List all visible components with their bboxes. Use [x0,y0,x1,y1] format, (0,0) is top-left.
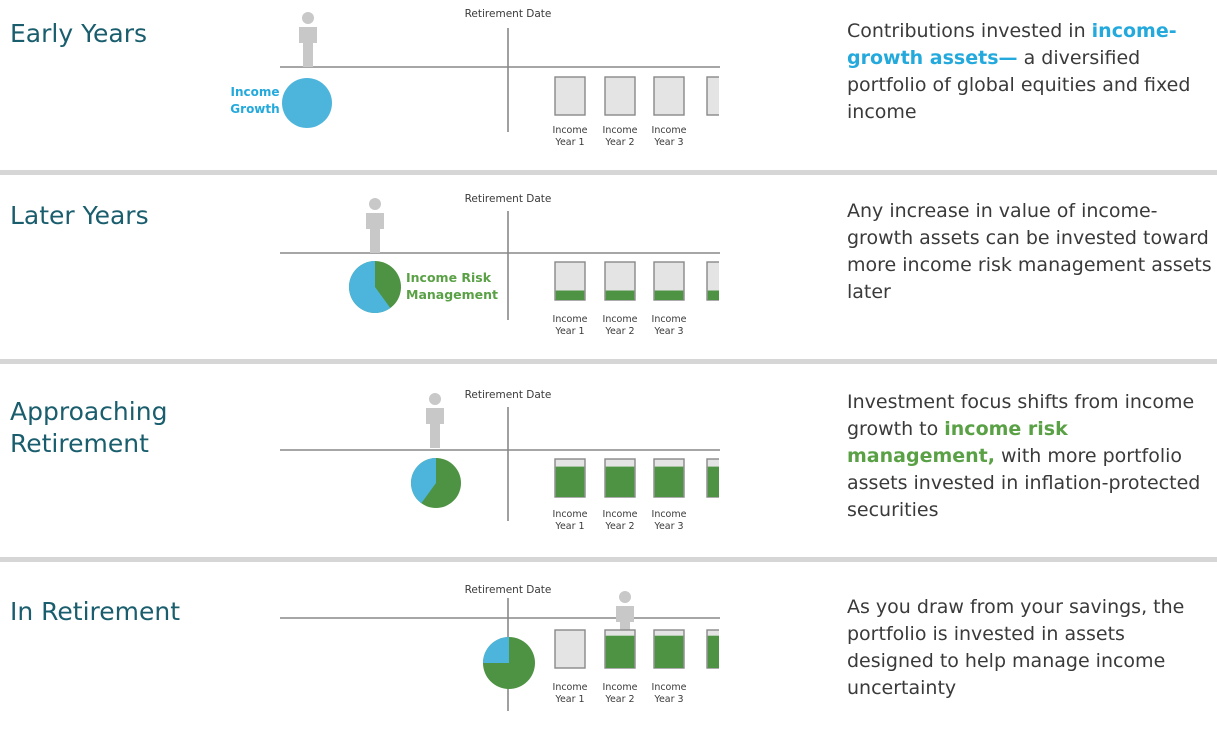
person-body [299,27,317,67]
person-icon [426,393,444,448]
section-divider [0,359,1217,364]
pie-label: Income [230,85,279,99]
income-year-label: Year 3 [653,326,683,337]
income-box-fill [654,290,684,300]
person-head [369,198,381,210]
allocation-pie [349,261,401,313]
person-icon [299,12,317,67]
income-year-label: Year 3 [653,694,683,705]
income-year-label: Year 2 [604,521,634,532]
person-head [302,12,314,24]
description-text: Contributions invested in [847,20,1092,42]
person-head [619,591,631,603]
section-divider [0,557,1217,562]
income-box-fill [605,635,635,668]
description-text: As you draw from your savings, the portf… [847,596,1185,699]
retirement-date-label: Retirement Date [465,584,552,596]
income-year-label: Year 1 [554,137,584,148]
income-year-label: Year 1 [554,521,584,532]
pie-slice-growth [483,637,509,663]
income-year-label: Income [652,314,687,325]
income-box-fill [605,466,635,497]
income-year-label: Income [603,509,638,520]
stage-title: In Retirement [10,597,181,626]
description-highlight: income-growth assets— [847,20,1177,69]
income-box-fill [707,635,719,668]
income-year-label: Income [553,125,588,136]
income-boxes [554,458,719,498]
income-boxes [554,261,719,301]
income-year-label: Income [603,314,638,325]
income-year-label: Income [603,125,638,136]
stage-title: Early Years [10,19,148,48]
stage-description: As you draw from your savings, the portf… [847,594,1217,702]
person-body [426,408,444,448]
income-year-label: Year 2 [604,694,634,705]
retirement-date-label: Retirement Date [465,193,552,205]
income-year-label: Year 2 [604,137,634,148]
income-year-label: Income [652,125,687,136]
person-body [366,213,384,253]
description-text: Any increase in value of income-growth a… [847,200,1212,303]
pie-slice-growth [349,261,391,313]
allocation-pie [483,637,535,689]
income-boxes [554,629,719,669]
pie-label: Management [406,287,498,302]
person-head [429,393,441,405]
description-highlight: income risk management, [847,418,1068,467]
retirement-date-label: Retirement Date [465,389,552,401]
income-box [554,629,586,669]
section-divider [0,170,1217,175]
income-year-label: Income [652,682,687,693]
description-text: with more portfolio assets invested in i… [847,445,1201,521]
pie-slice-growth [282,78,332,128]
description-text: Investment focus shifts from income grow… [847,391,1195,440]
income-box [653,76,685,116]
stage-title: Approaching Retirement [10,397,168,458]
pie-label: Growth [230,102,279,116]
income-box [706,76,719,116]
stage-description: Investment focus shifts from income grow… [847,389,1217,524]
income-box-fill [555,290,585,300]
allocation-pie [282,78,332,128]
retirement-date-label: Retirement Date [465,8,552,20]
allocation-pie [411,458,461,508]
pie-label: Income Risk [406,270,492,285]
stage-description: Any increase in value of income-growth a… [847,198,1217,306]
income-year-label: Income [603,682,638,693]
income-year-label: Year 3 [653,137,683,148]
stage-title: Later Years [10,201,149,230]
income-year-label: Year 2 [604,326,634,337]
income-boxes [554,76,719,116]
income-box-fill [654,635,684,668]
income-box [554,76,586,116]
income-box-fill [707,466,719,497]
pie-slice-growth [411,458,436,504]
person-icon [366,198,384,253]
income-box [604,76,636,116]
income-year-label: Income [553,509,588,520]
income-year-label: Year 1 [554,326,584,337]
income-year-label: Income [553,314,588,325]
income-year-label: Year 3 [653,521,683,532]
income-box-fill [555,466,585,497]
stage-description: Contributions invested in income-growth … [847,18,1217,126]
income-box-fill [605,290,635,300]
income-box-fill [654,466,684,497]
income-box-fill [707,290,719,300]
description-text: a diversified portfolio of global equiti… [847,47,1191,123]
income-year-label: Income [553,682,588,693]
income-year-label: Income [652,509,687,520]
income-year-label: Year 1 [554,694,584,705]
